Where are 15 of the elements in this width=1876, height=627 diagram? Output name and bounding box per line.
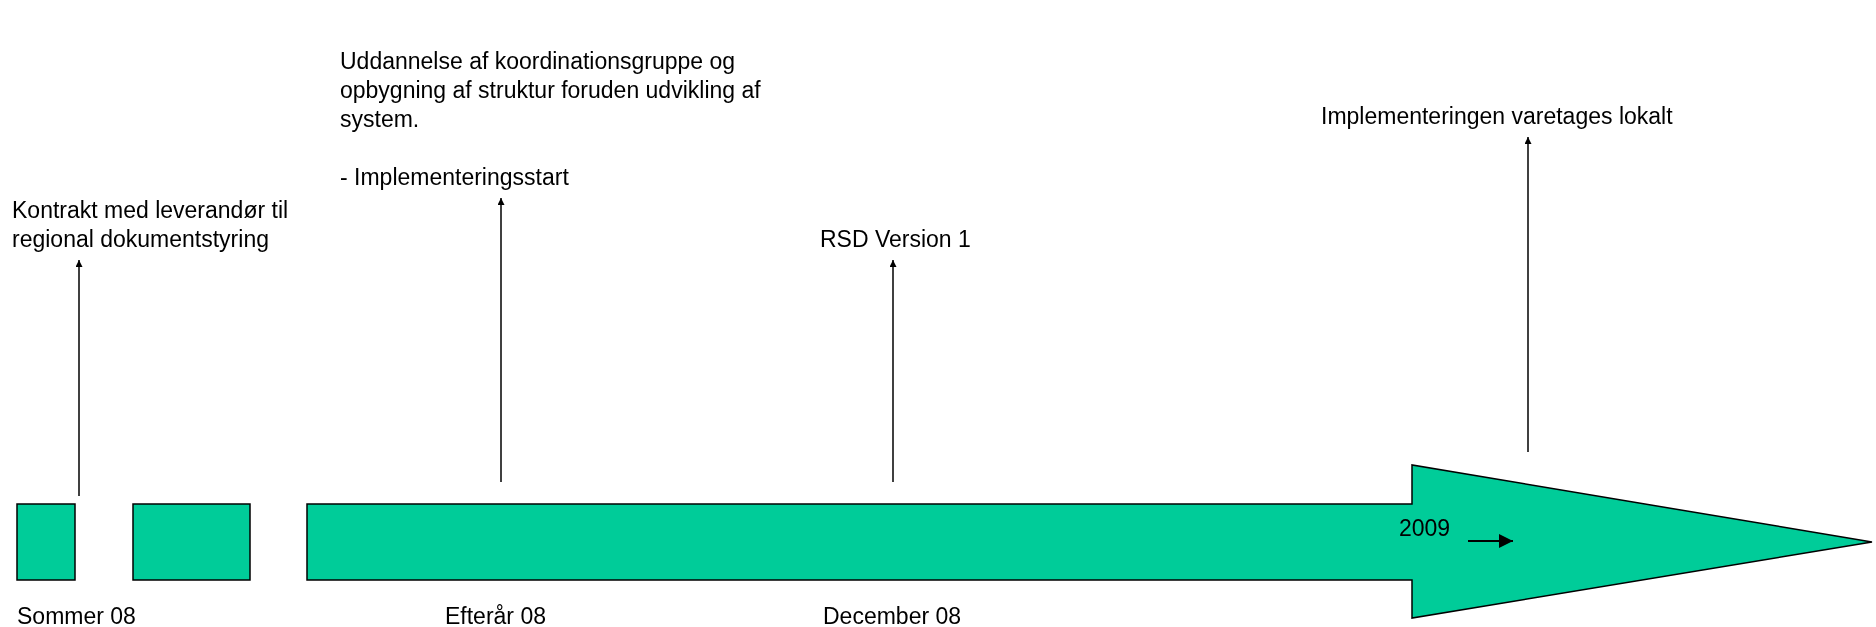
date-label: December 08 [823, 602, 962, 627]
arrow [889, 259, 897, 483]
milestone-text: Implementeringen varetages lokalt [1321, 102, 1674, 131]
timeline-block [132, 503, 251, 581]
arrow [1524, 136, 1532, 453]
year-label: 2009 [1399, 514, 1451, 543]
timeline-block [16, 503, 76, 581]
date-label: Sommer 08 [17, 602, 136, 627]
milestone-text: RSD Version 1 [820, 225, 972, 254]
arrow [497, 197, 505, 483]
milestone-text: - Implementeringsstart [340, 163, 570, 192]
date-label: Efterår 08 [445, 602, 546, 627]
milestone-text: Kontrakt med leverandør til regional dokumentstyring [12, 196, 290, 254]
milestone-text: Uddannelse af koordinationsgruppe og opbygning af struktur foruden udvikling af system. [340, 47, 762, 134]
arrow [75, 259, 83, 497]
